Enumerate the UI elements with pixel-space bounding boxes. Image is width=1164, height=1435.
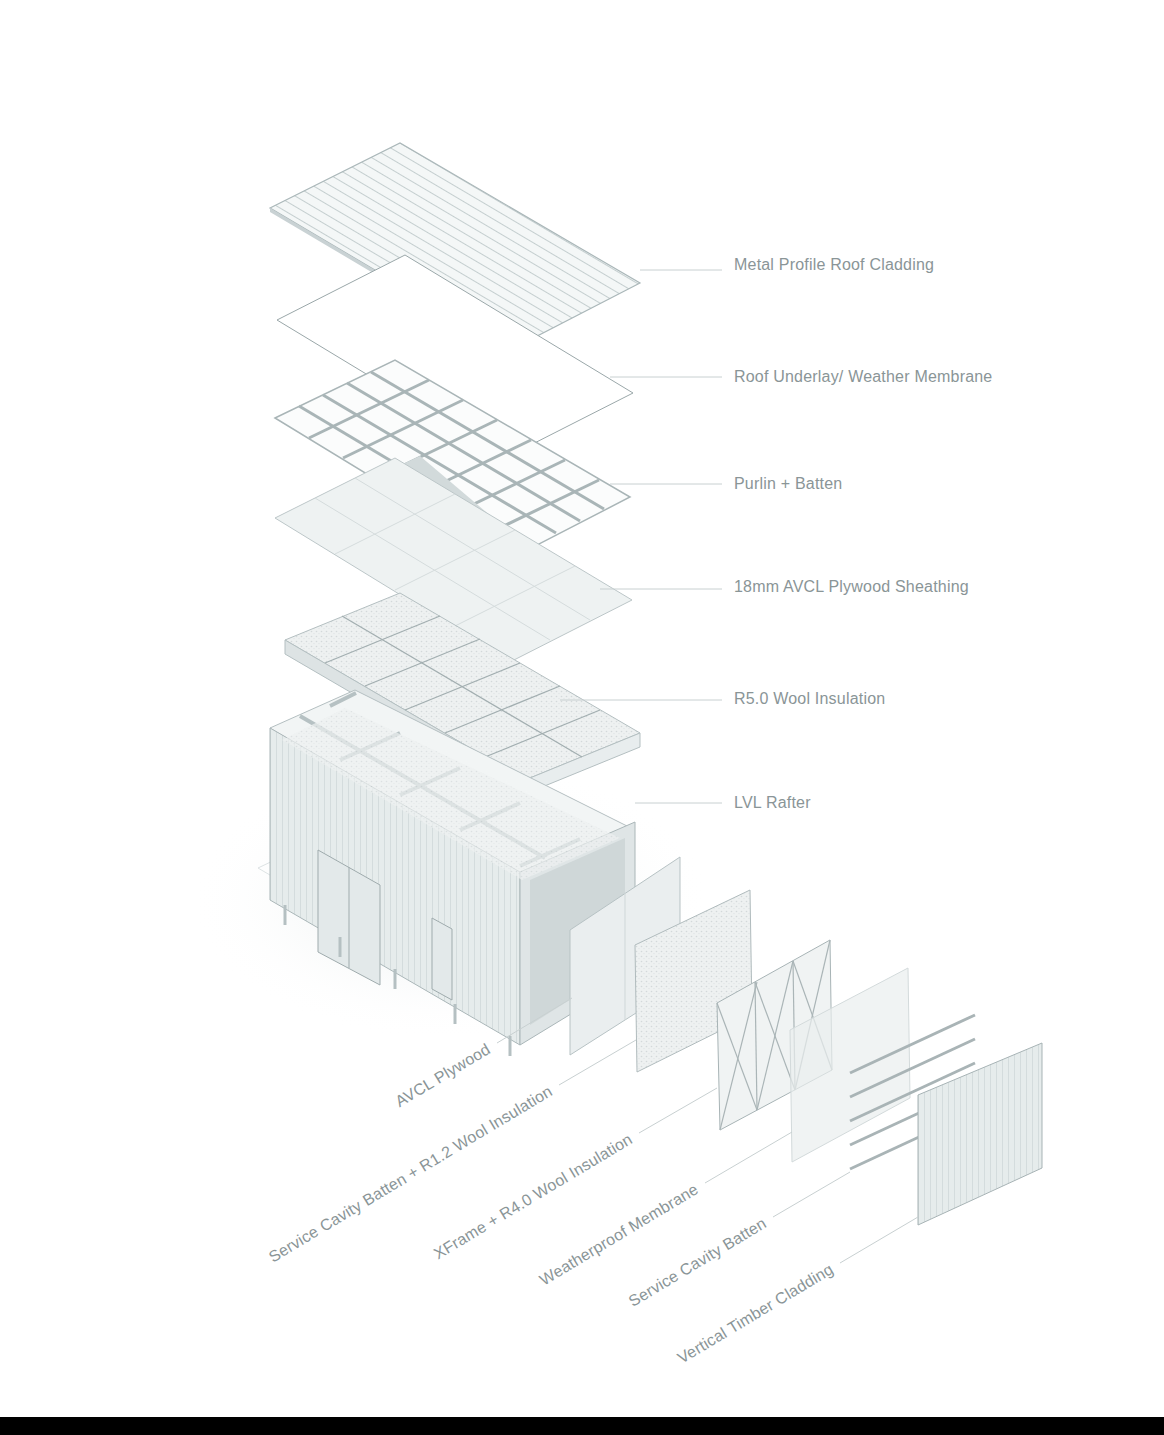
timber-cladding-panel [918,1043,1042,1225]
part-label: R5.0 Wool Insulation [734,689,885,709]
part-label: Roof Underlay/ Weather Membrane [734,367,992,387]
part-label: Vertical Timber Cladding [674,1259,837,1368]
part-label: LVL Rafter [734,793,811,813]
part-label: Purlin + Batten [734,474,842,494]
part-label: AVCL Plywood [392,1039,494,1111]
weatherproof-membrane [790,968,910,1162]
panel-joint [625,893,626,1020]
part-label: Metal Profile Roof Cladding [734,255,934,275]
leader-lines [497,270,918,1263]
part-label: Service Cavity Batten + R1.2 Wool Insula… [265,1081,556,1267]
part-label: 18mm AVCL Plywood Sheathing [734,577,969,597]
bottom-bar [0,1417,1164,1435]
